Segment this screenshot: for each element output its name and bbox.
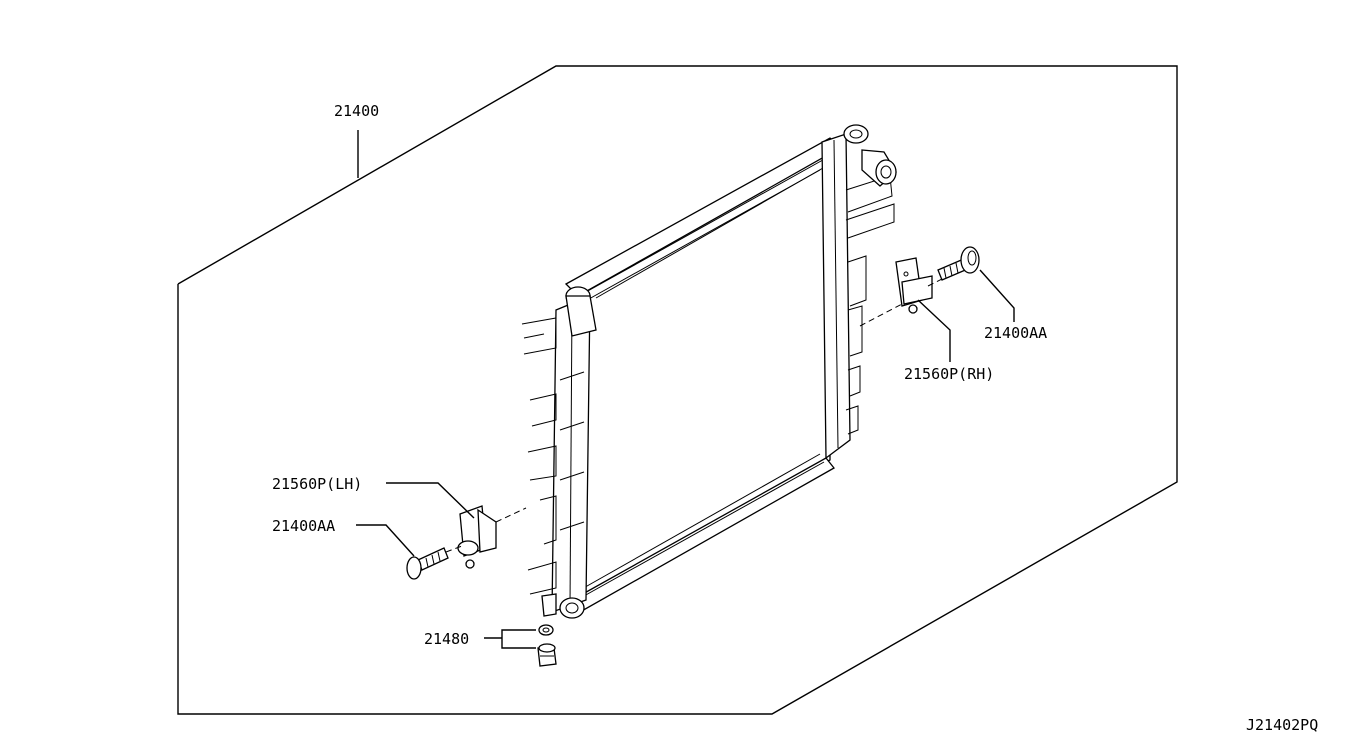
assembly-frame bbox=[177, 65, 1178, 715]
label-21560p-rh: 21560P(RH) bbox=[904, 365, 994, 383]
label-21400: 21400 bbox=[334, 102, 379, 120]
lh-mount-guide bbox=[495, 507, 527, 523]
diagram-code: J21402PQ bbox=[1246, 716, 1318, 734]
leader-21400aa-rh bbox=[979, 269, 1015, 322]
rh-bolt-guide bbox=[927, 277, 945, 287]
label-21480: 21480 bbox=[424, 630, 469, 648]
leader-21480-bracket bbox=[501, 629, 536, 649]
bolt-rh bbox=[937, 246, 980, 281]
leader-21560p-rh bbox=[917, 299, 951, 362]
leader-21560p-lh bbox=[386, 482, 475, 519]
drain-washer bbox=[538, 624, 554, 636]
bracket-rh bbox=[895, 257, 933, 314]
radiator-core bbox=[564, 124, 897, 613]
lh-bolt-guide bbox=[445, 545, 463, 553]
leader-21400aa-lh bbox=[356, 524, 415, 557]
bracket-lh bbox=[457, 505, 497, 569]
label-21560p-lh: 21560P(LH) bbox=[272, 475, 362, 493]
rh-mount-guide bbox=[859, 303, 903, 327]
drain-plug bbox=[537, 643, 557, 667]
radiator-left-tank bbox=[521, 286, 597, 619]
bolt-lh bbox=[406, 547, 449, 580]
label-21400aa-lh: 21400AA bbox=[272, 517, 335, 535]
label-21400aa-rh: 21400AA bbox=[984, 324, 1047, 342]
